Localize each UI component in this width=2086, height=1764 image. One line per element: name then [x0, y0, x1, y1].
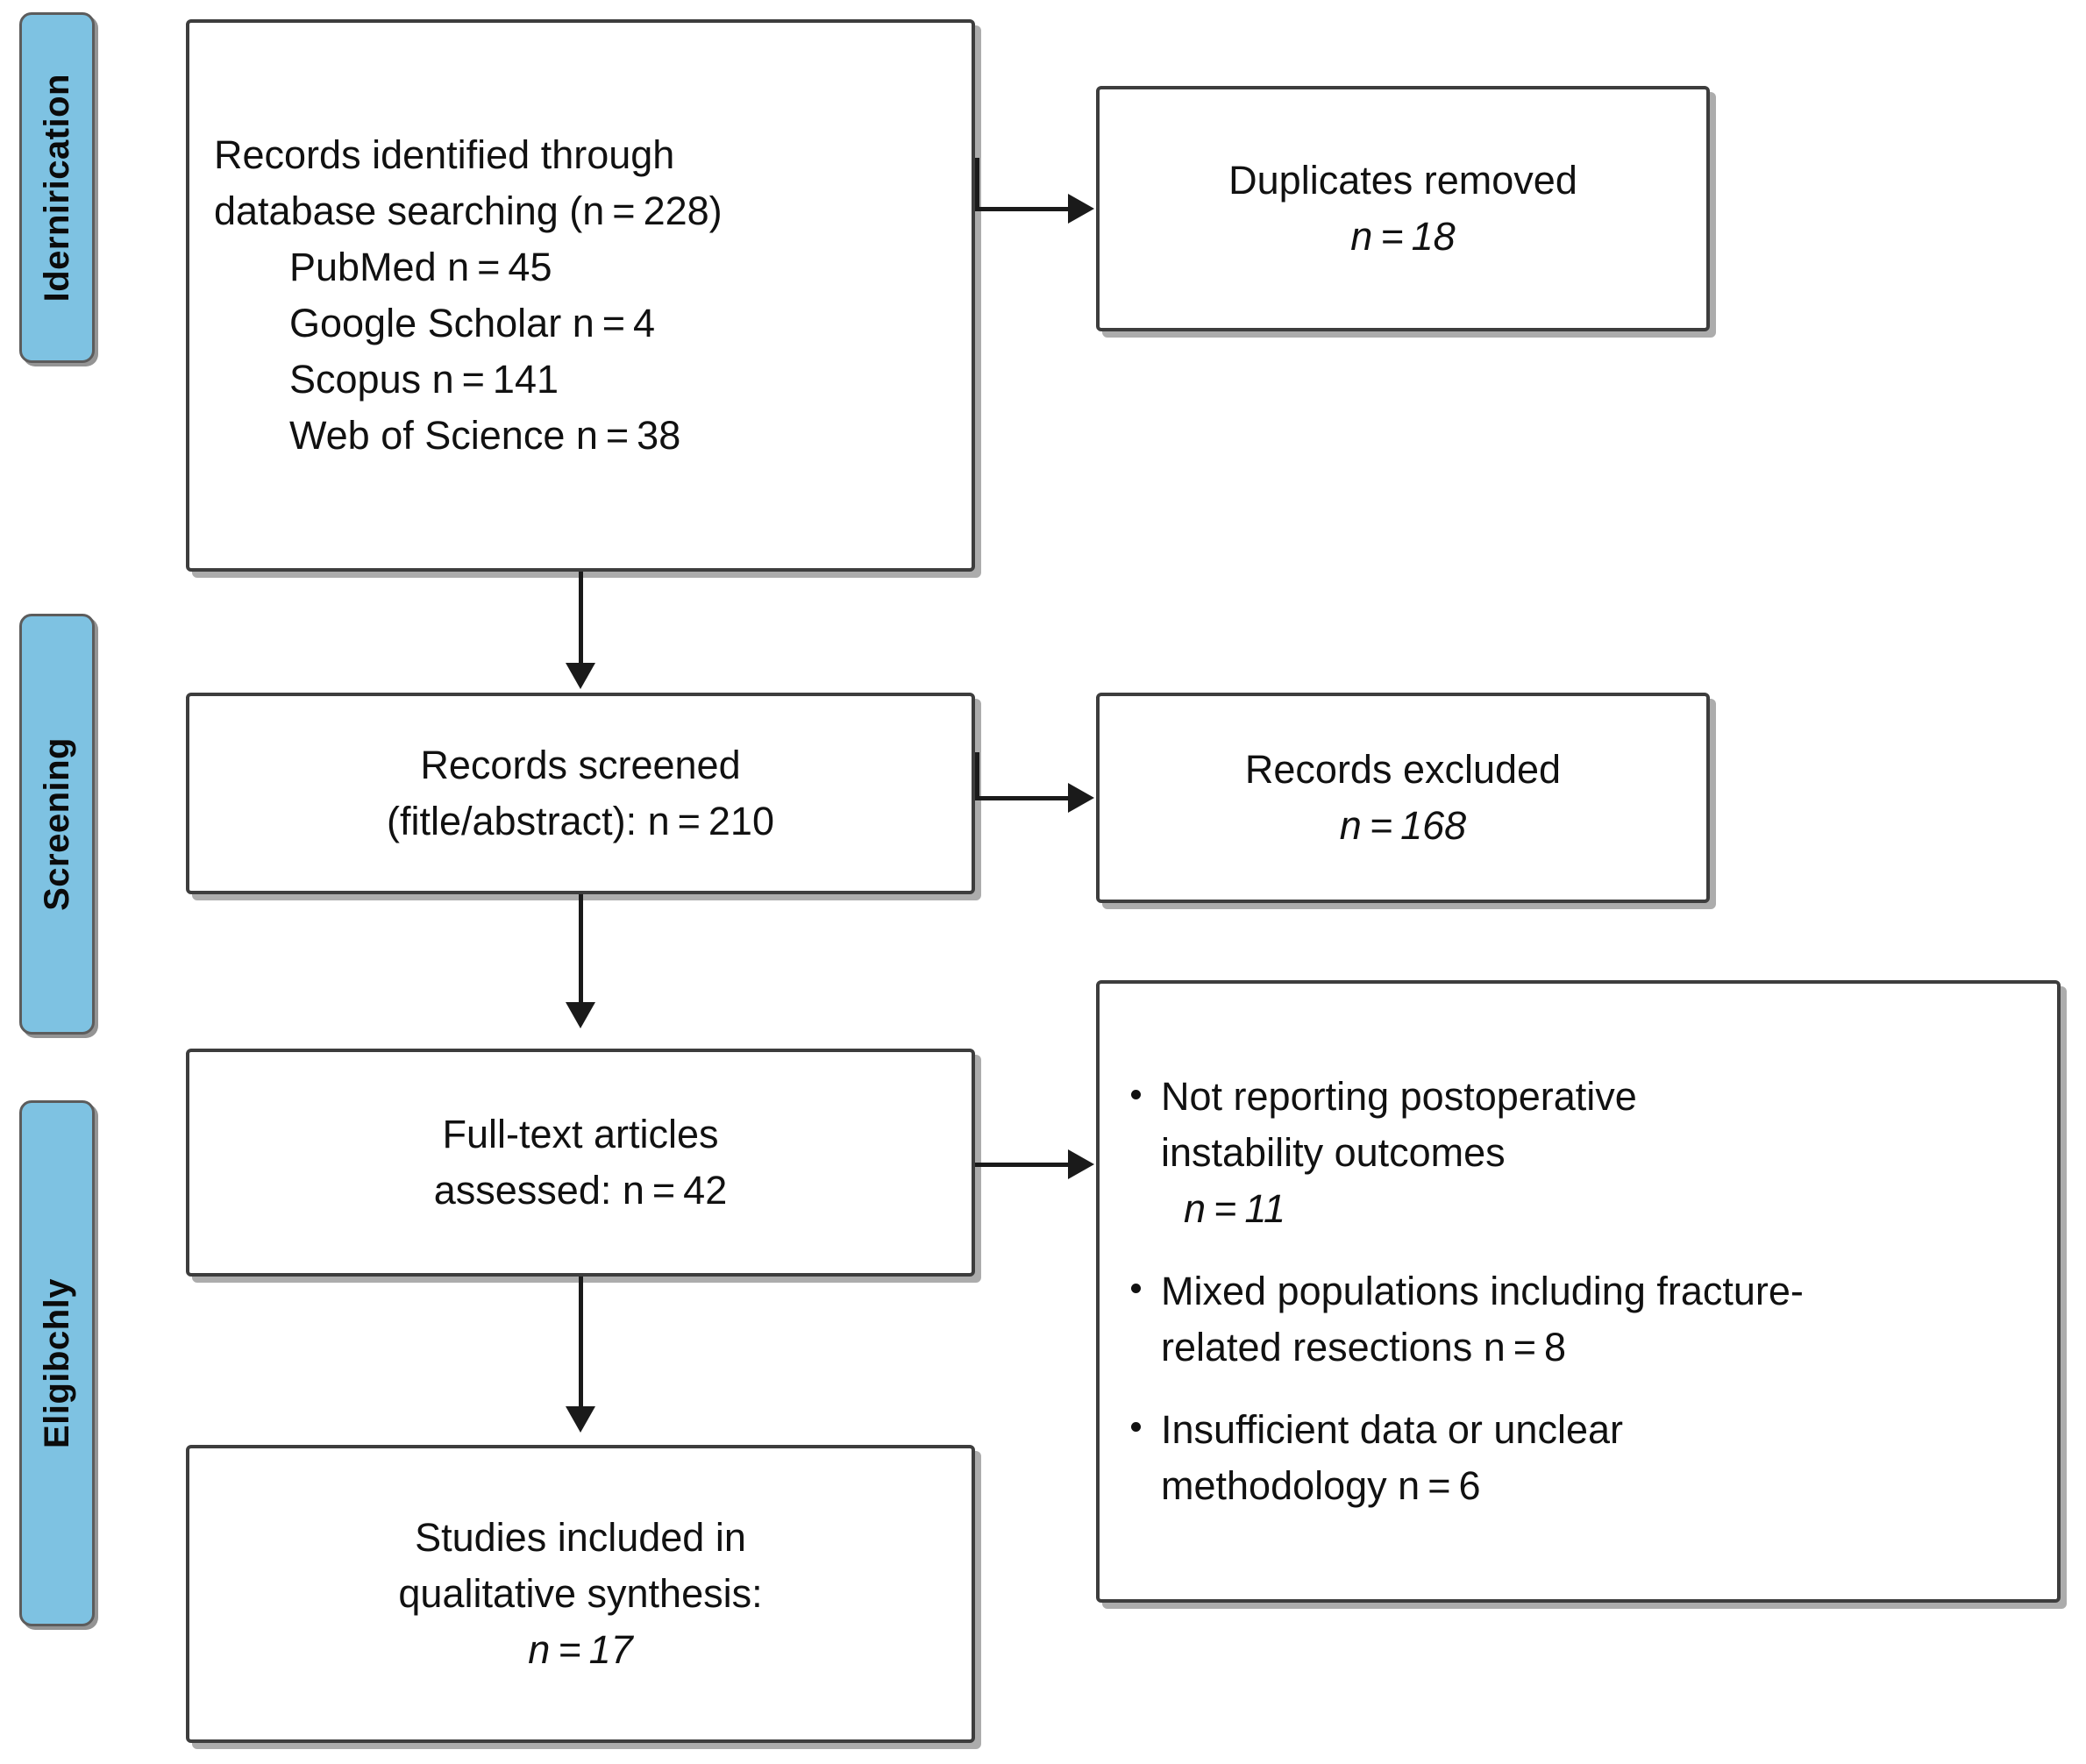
- connector-fulltext-to-included: [579, 1277, 583, 1417]
- records-screened-count: (fitle/abstract): n = 210: [387, 799, 774, 843]
- bullet-icon: [1131, 1089, 1141, 1099]
- stage-label-eligibility: Eligibchly: [19, 1100, 95, 1626]
- box-records-screened: Records screened (fitle/abstract): n = 2…: [186, 693, 975, 894]
- connector-identified-to-screened: [579, 572, 583, 675]
- source-scopus: Scopus n = 141: [289, 356, 559, 402]
- stage-label-identification-text: Idernirication: [38, 73, 76, 302]
- arrow-identified-to-screened: [566, 663, 595, 689]
- exclusion-reason-3-line2: methodology n = 6: [1161, 1462, 1481, 1508]
- box-studies-included: Studies included in qualitative synthesi…: [186, 1445, 975, 1743]
- studies-included-count: n = 17: [528, 1626, 633, 1672]
- records-screened-label: Records screened: [420, 743, 741, 788]
- records-identified-line2: database searching (n = 228): [214, 188, 723, 234]
- studies-included-line1: Studies included in: [415, 1515, 746, 1561]
- box-fulltext-assessed: Full-text articles assessed: n = 42: [186, 1049, 975, 1277]
- arrow-screened-to-fulltext: [566, 1002, 595, 1028]
- stage-label-identification: Idernirication: [19, 12, 95, 363]
- stage-label-eligibility-text: Eligibchly: [38, 1278, 76, 1448]
- connector-screened-to-fulltext: [579, 894, 583, 1013]
- fulltext-assessed-count: assessed: n = 42: [433, 1168, 728, 1213]
- exclusion-reason-1-line1: Not reporting postoperative: [1161, 1074, 1637, 1120]
- duplicates-removed-label: Duplicates removed: [1228, 158, 1577, 203]
- exclusion-reason-1-count: n = 11: [1184, 1186, 1286, 1232]
- duplicates-removed-count: n = 18: [1350, 214, 1456, 259]
- exclusion-reason-1-line2: instability outcomes: [1161, 1130, 1506, 1176]
- source-web-of-science: Web of Science n = 38: [289, 412, 681, 458]
- fulltext-assessed-label: Full-text articles: [442, 1112, 719, 1157]
- arrow-screened-to-excluded: [1068, 783, 1094, 813]
- arrow-identified-to-duplicates: [1068, 194, 1094, 224]
- connector-identified-to-duplicates: [975, 207, 1070, 211]
- box-records-identified: Records identified through database sear…: [186, 19, 975, 572]
- exclusion-reason-2-line1: Mixed populations including fracture-: [1161, 1269, 1804, 1314]
- arrow-fulltext-to-reasons: [1068, 1149, 1094, 1179]
- box-records-excluded: Records excluded n = 168: [1096, 693, 1710, 903]
- connector-screened-to-excluded: [975, 796, 1070, 800]
- records-excluded-label: Records excluded: [1244, 747, 1562, 793]
- studies-included-line2: qualitative synthesis:: [398, 1571, 763, 1617]
- box-exclusion-reasons: Not reporting postoperative instability …: [1096, 980, 2061, 1603]
- arrow-fulltext-to-included: [566, 1406, 595, 1433]
- records-excluded-count: n = 168: [1339, 803, 1467, 848]
- exclusion-reason-item: Not reporting postoperative instability …: [1129, 1069, 2048, 1237]
- exclusion-reason-3-line1: Insufficient data or unclear: [1161, 1406, 1623, 1452]
- source-google-scholar: Google Scholar n = 4: [289, 301, 656, 345]
- bullet-icon: [1131, 1284, 1141, 1294]
- exclusion-reason-item: Insufficient data or unclear methodology…: [1129, 1402, 2048, 1514]
- connector-fulltext-to-reasons: [975, 1163, 1070, 1167]
- bullet-icon: [1131, 1422, 1141, 1433]
- source-pubmed: PubMed n = 45: [289, 245, 552, 290]
- connector-identified-to-duplicates-stub: [975, 158, 979, 210]
- stage-label-screening-text: Screening: [38, 737, 76, 911]
- stage-label-screening: Screening: [19, 614, 95, 1035]
- exclusion-reason-item: Mixed populations including fracture- re…: [1129, 1263, 2048, 1376]
- box-duplicates-removed: Duplicates removed n = 18: [1096, 86, 1710, 331]
- exclusion-reason-2-line2: related resections n = 8: [1161, 1324, 1567, 1369]
- connector-screened-to-excluded-stub: [975, 752, 979, 800]
- records-identified-line1: Records identified through: [214, 132, 675, 178]
